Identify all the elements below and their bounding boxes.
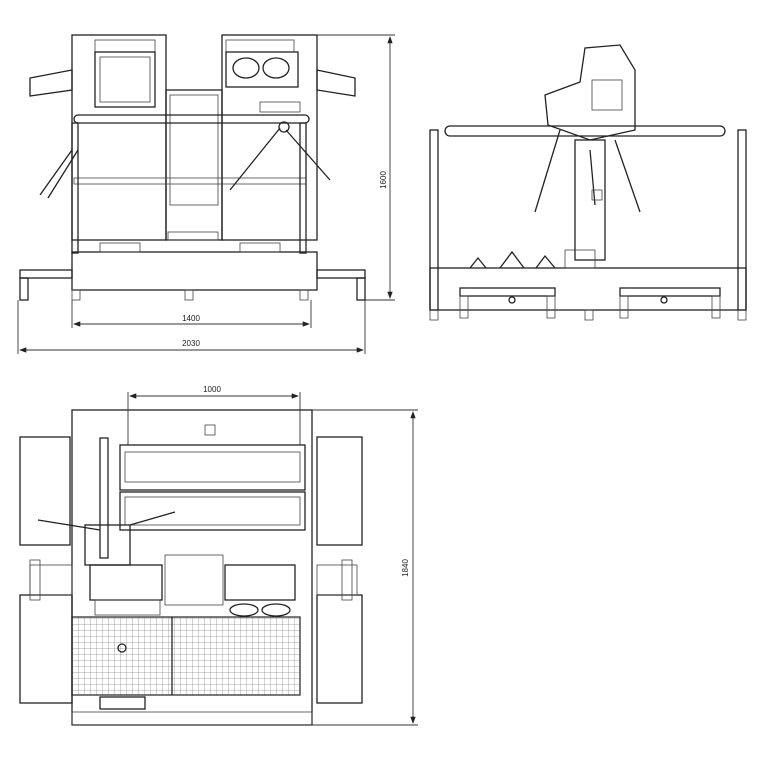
top-dimensions: 1000 1840 <box>127 385 418 726</box>
dimension-depth-top: 1840 <box>401 559 410 577</box>
front-view <box>19 34 366 301</box>
side-view <box>429 44 747 321</box>
dimension-height-front: 1600 <box>379 171 388 189</box>
dimension-inner-width-top: 1000 <box>203 385 221 394</box>
top-view <box>19 409 363 726</box>
front-dimensions: 1600 1400 2030 <box>17 34 395 354</box>
dimension-inner-width-front: 1400 <box>182 314 200 323</box>
dimension-overall-width-front: 2030 <box>182 339 200 348</box>
